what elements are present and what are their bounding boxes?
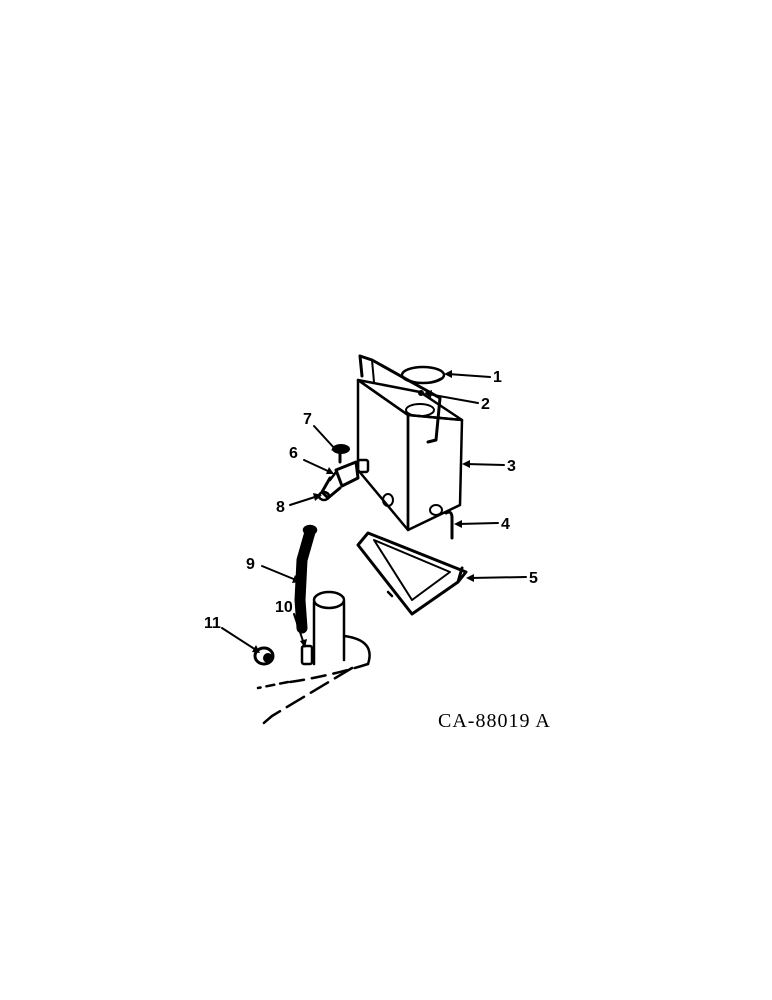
cap-gasket — [418, 390, 424, 396]
leader-lines — [221, 370, 527, 653]
callout-10: 10 — [275, 599, 293, 616]
tank — [356, 354, 464, 532]
callout-8: 8 — [276, 499, 285, 516]
drawing-number: CA-88019 A — [438, 710, 551, 732]
mounting-bracket — [356, 531, 468, 616]
tractor-housing — [256, 590, 371, 730]
callout-2: 2 — [481, 396, 490, 413]
hose-fitting — [300, 644, 314, 666]
drain-plug — [253, 646, 275, 666]
callout-5: 5 — [529, 570, 538, 587]
callout-labels: 1 2 3 4 5 6 7 8 9 10 11 — [204, 369, 538, 632]
flexible-hose — [294, 524, 318, 634]
callout-9: 9 — [246, 556, 255, 573]
callout-11: 11 — [204, 615, 221, 632]
callout-7: 7 — [303, 411, 312, 428]
callout-3: 3 — [507, 458, 516, 475]
valve-elbow — [317, 476, 342, 502]
hook-pin — [444, 510, 454, 540]
callout-4: 4 — [501, 516, 510, 533]
tank-cap — [400, 365, 446, 385]
callout-1: 1 — [493, 369, 502, 386]
callout-6: 6 — [289, 445, 298, 462]
